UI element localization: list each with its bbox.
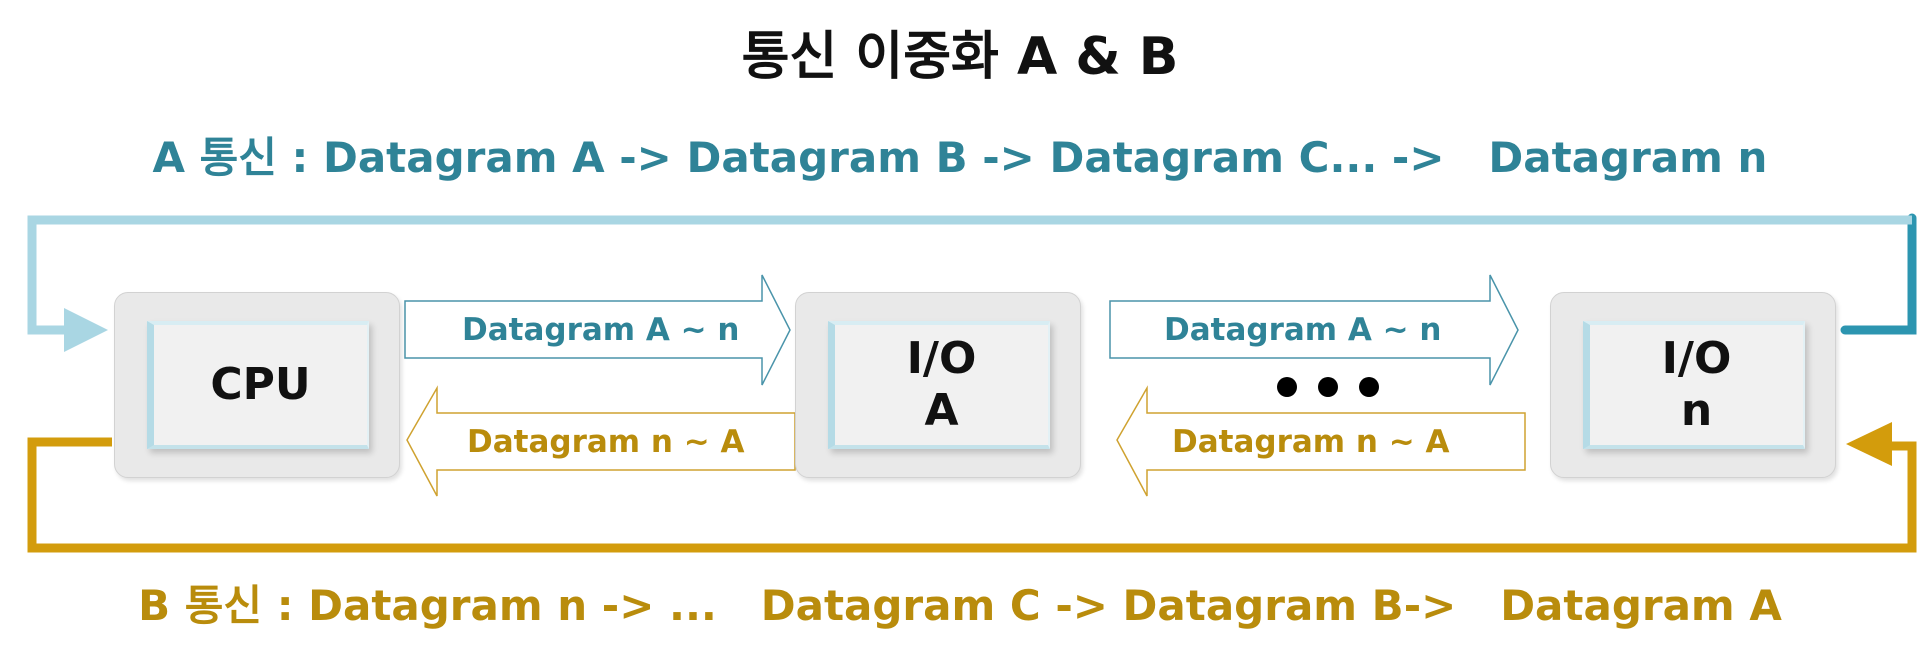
node-io-n-label-line-1: I/O <box>1661 333 1732 384</box>
node-io-n-inner: I/O n <box>1583 321 1805 449</box>
forward-arrow-2 <box>1109 274 1519 386</box>
node-io-n-label-line-2: n <box>1680 385 1713 436</box>
node-io-a-label-line-2: A <box>924 385 959 436</box>
backward-arrow-1 <box>406 385 796 497</box>
node-io-a: I/O A <box>795 292 1081 478</box>
backward-arrow-2-label: Datagram n ~ A <box>1172 424 1450 460</box>
b-loop-arrowhead <box>1846 422 1892 466</box>
node-cpu-label: CPU <box>210 359 311 410</box>
a-communication-flow: A 통신 : Datagram A -> Datagram B -> Datag… <box>152 133 1768 182</box>
forward-arrow-1-label: Datagram A ~ n <box>462 312 740 348</box>
a-loop-arrowhead <box>64 308 108 352</box>
node-cpu: CPU <box>114 292 400 478</box>
forward-arrow-2-label: Datagram A ~ n <box>1164 312 1442 348</box>
a-loop-line <box>1840 213 1917 335</box>
diagram-title: 통신 이중화 A & B <box>741 27 1179 87</box>
ellipsis-dots-icon <box>1277 377 1379 397</box>
forward-arrow-1 <box>404 274 791 386</box>
backward-arrow-2 <box>1116 385 1526 497</box>
node-io-a-label-line-1: I/O <box>906 333 977 384</box>
backward-arrow-1-label: Datagram n ~ A <box>467 424 745 460</box>
node-io-a-inner: I/O A <box>828 321 1050 449</box>
b-loop-line <box>27 437 1917 553</box>
a-loop-top-line <box>27 215 1912 335</box>
b-communication-flow: B 통신 : Datagram n -> ... Datagram C -> D… <box>138 581 1782 630</box>
node-cpu-inner: CPU <box>147 321 369 449</box>
node-io-n: I/O n <box>1550 292 1836 478</box>
